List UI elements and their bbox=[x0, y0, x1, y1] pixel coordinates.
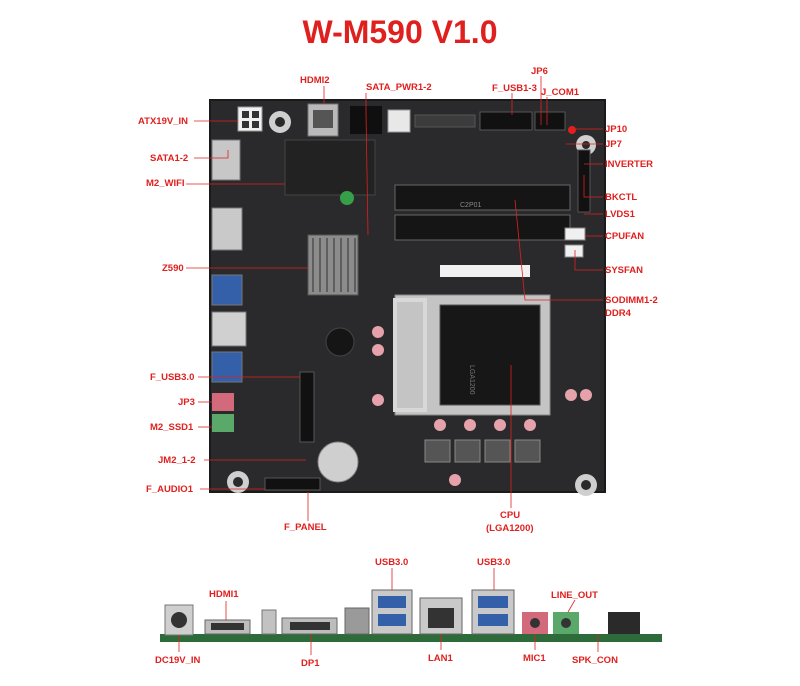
label-jp7: JP7 bbox=[605, 139, 622, 150]
label-lvds1: LVDS1 bbox=[605, 209, 635, 220]
label-hdmi2: HDMI2 bbox=[300, 75, 330, 86]
sata-pwr-white bbox=[387, 109, 411, 133]
sodimm1-slot bbox=[394, 184, 571, 211]
socket-silkscreen: LGA1200 bbox=[468, 365, 475, 395]
serial-sticker bbox=[440, 265, 530, 277]
cpu-socket: LGA1200 bbox=[393, 294, 551, 416]
jp10-jumper bbox=[568, 126, 576, 134]
label-dp1: DP1 bbox=[301, 658, 320, 669]
io-panel bbox=[160, 568, 662, 655]
com-header bbox=[534, 111, 566, 131]
capacitor bbox=[434, 419, 446, 431]
vrm-choke bbox=[514, 439, 541, 463]
capacitor bbox=[565, 389, 577, 401]
z590-heatsink bbox=[307, 234, 359, 296]
dp-port bbox=[211, 207, 243, 251]
mic-jack bbox=[212, 393, 234, 411]
page-title: W-M590 V1.0 bbox=[302, 14, 498, 50]
sata-ports bbox=[211, 139, 241, 181]
label-hdmi1: HDMI1 bbox=[209, 589, 239, 600]
label-sodimm1-2: SODIMM1-2 bbox=[605, 295, 658, 306]
spk-con bbox=[608, 612, 640, 634]
label-jp10: JP10 bbox=[605, 124, 628, 135]
label-ddr4: DDR4 bbox=[605, 308, 631, 319]
capacitor bbox=[580, 389, 592, 401]
label-usb3-right: USB3.0 bbox=[477, 557, 511, 568]
capacitor bbox=[524, 419, 536, 431]
label-usb3-left: USB3.0 bbox=[375, 557, 409, 568]
pin-header bbox=[414, 114, 476, 128]
lan-port bbox=[211, 311, 247, 347]
f-usb-header bbox=[479, 111, 533, 131]
m2-wifi-slot bbox=[284, 139, 376, 196]
sodimm2-slot bbox=[394, 214, 571, 241]
label-jp3: JP3 bbox=[178, 397, 195, 408]
label-spk-con: SPK_CON bbox=[572, 655, 618, 666]
capacitor bbox=[372, 344, 384, 356]
f-usb3-header bbox=[299, 371, 315, 443]
cmos-battery bbox=[317, 441, 359, 483]
label-inverter: INVERTER bbox=[605, 159, 654, 170]
capacitor bbox=[494, 419, 506, 431]
atx19v-connector bbox=[237, 106, 263, 132]
label-j-com1: J_COM1 bbox=[541, 87, 580, 98]
capacitor bbox=[449, 474, 461, 486]
label-sysfan: SYSFAN bbox=[605, 265, 644, 276]
usb3-port bbox=[211, 274, 243, 306]
label-line-out: LINE_OUT bbox=[551, 590, 598, 601]
label-f-audio1: F_AUDIO1 bbox=[146, 484, 193, 495]
label-atx19v-in: ATX19V_IN bbox=[138, 116, 188, 127]
f-panel-header bbox=[264, 477, 321, 491]
capacitor bbox=[372, 326, 384, 338]
leader-lines bbox=[186, 76, 603, 521]
label-jp6: JP6 bbox=[531, 66, 548, 77]
label-jm2: JM2_1-2 bbox=[158, 455, 196, 466]
vrm-choke bbox=[484, 439, 511, 463]
cpufan-header bbox=[564, 227, 586, 241]
line-out-jack bbox=[212, 414, 234, 432]
sysfan-header bbox=[564, 244, 584, 258]
label-cpufan: CPUFAN bbox=[605, 231, 645, 242]
capacitor bbox=[464, 419, 476, 431]
label-sata-pwr: SATA_PWR1-2 bbox=[366, 82, 432, 93]
io-capacitor bbox=[261, 609, 277, 635]
label-z590: Z590 bbox=[162, 263, 184, 274]
label-sata1-2: SATA1-2 bbox=[150, 153, 189, 164]
label-f-panel: F_PANEL bbox=[284, 522, 327, 533]
label-cpu: CPU bbox=[500, 510, 521, 521]
buzzer bbox=[325, 327, 355, 357]
label-bkctl: BKCTL bbox=[605, 192, 638, 203]
motherboard: C2P01 LGA1200 bbox=[209, 99, 606, 496]
label-f-usb3: F_USB3.0 bbox=[150, 372, 195, 383]
label-lga1200: (LGA1200) bbox=[486, 523, 534, 534]
label-mic1: MIC1 bbox=[523, 653, 546, 664]
label-m2-ssd1: M2_SSD1 bbox=[150, 422, 194, 433]
io-heatsink bbox=[344, 607, 370, 635]
label-f-usb1-3: F_USB1-3 bbox=[492, 83, 537, 94]
m2-wifi-module bbox=[340, 191, 354, 205]
io-pcb-edge bbox=[160, 634, 662, 642]
label-lan1: LAN1 bbox=[428, 653, 453, 664]
capacitor bbox=[372, 394, 384, 406]
label-m2-wifi: M2_WIFI bbox=[146, 178, 185, 189]
label-dc19v-in: DC19V_IN bbox=[155, 655, 201, 666]
sodimm-silkscreen: C2P01 bbox=[460, 202, 482, 209]
vrm-choke bbox=[424, 439, 451, 463]
usb3-port-2 bbox=[211, 351, 243, 383]
vrm-choke bbox=[454, 439, 481, 463]
